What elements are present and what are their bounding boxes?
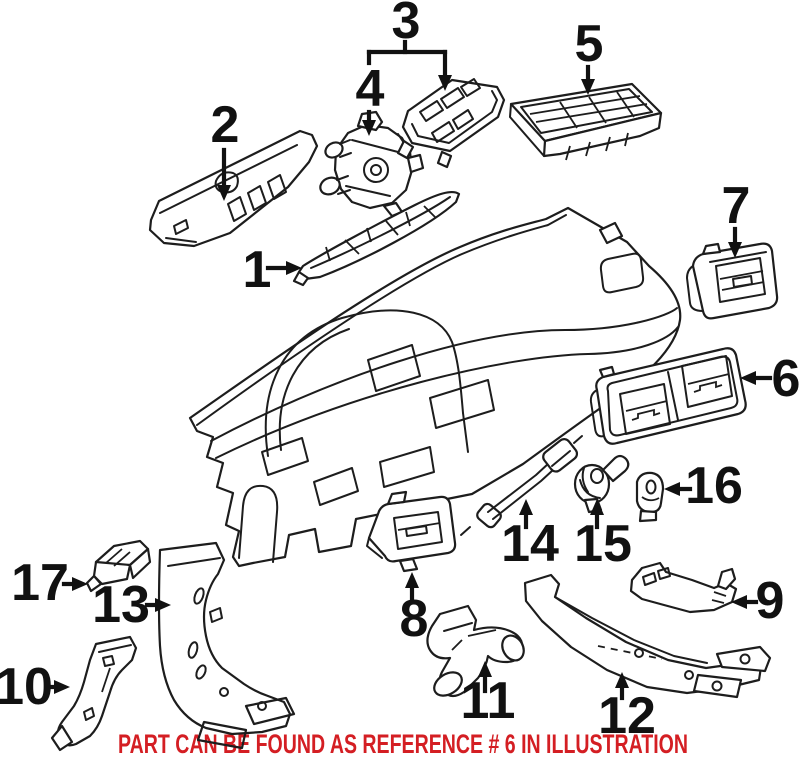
callout-16-arrowhead — [664, 482, 680, 496]
part-16-cap — [635, 471, 665, 523]
callout-3-number: 3 — [392, 0, 421, 50]
callout-11-number: 11 — [461, 672, 516, 730]
callout-17-number: 17 — [11, 554, 69, 612]
callout-2-arrowhead — [217, 185, 231, 201]
part-8-side-vent — [366, 490, 457, 573]
callout-9-number: 9 — [756, 572, 785, 630]
dashboard-panel-drawing — [188, 206, 682, 568]
callout-5: 5 — [575, 15, 604, 95]
callout-14: 14 — [501, 499, 559, 573]
callout-8-arrowhead — [405, 572, 419, 588]
callout-4-arrowhead — [362, 120, 376, 136]
callout-3: 3 — [366, 0, 452, 91]
callout-1: 1 — [243, 241, 302, 299]
callout-12-number: 12 — [598, 687, 656, 745]
callout-13: 13 — [92, 576, 171, 634]
callout-5-number: 5 — [575, 15, 604, 73]
callout-10: 10 — [0, 658, 70, 716]
callout-11: 11 — [461, 661, 516, 730]
callout-2-number: 2 — [211, 96, 240, 154]
callout-17: 17 — [11, 554, 88, 612]
part-6-center-vent — [589, 347, 747, 445]
part-9-bracket — [629, 561, 738, 614]
part-2-defroster-grille — [148, 129, 319, 248]
callout-15-arrowhead — [590, 499, 604, 515]
callout-14-number: 14 — [501, 515, 559, 573]
callout-10-number: 10 — [0, 658, 53, 716]
callout-17-arrowhead — [72, 577, 88, 591]
callout-4: 4 — [356, 60, 385, 136]
part-14-linkage-rod — [460, 435, 583, 536]
callout-3-arrowhead — [438, 75, 452, 91]
part-15-grommet — [573, 454, 630, 514]
callout-10-arrowhead — [54, 680, 70, 694]
callout-9-arrowhead — [731, 595, 747, 609]
part-1-trim-strip — [292, 190, 461, 287]
callout-4-number: 4 — [356, 60, 385, 118]
callout-14-arrowhead — [519, 499, 533, 515]
callout-13-arrowhead — [155, 598, 171, 612]
callout-11-arrowhead — [478, 661, 492, 677]
callout-12-arrowhead — [615, 672, 629, 688]
callout-6: 6 — [740, 350, 800, 408]
callout-9: 9 — [731, 572, 784, 630]
part-10-small-duct — [50, 635, 138, 752]
part-13-curved-duct — [157, 541, 296, 750]
part-7-side-vent — [686, 242, 779, 320]
part-12-floor-duct — [523, 573, 772, 699]
callout-16-number: 16 — [685, 457, 743, 515]
callout-7-number: 7 — [722, 177, 751, 235]
part-4-actuator — [319, 110, 425, 218]
callout-5-arrowhead — [581, 79, 595, 95]
callout-12: 12 — [598, 672, 656, 745]
callout-2: 2 — [211, 96, 240, 201]
callout-8-number: 8 — [400, 590, 429, 648]
callout-6-number: 6 — [772, 350, 800, 408]
callout-16: 16 — [664, 457, 743, 515]
callout-15: 15 — [574, 499, 632, 573]
callout-1-number: 1 — [243, 241, 272, 299]
callout-15-number: 15 — [574, 515, 632, 573]
callout-7-arrowhead — [728, 242, 742, 258]
callout-13-number: 13 — [92, 576, 150, 634]
part-17-switch — [85, 539, 152, 593]
callout-8: 8 — [400, 572, 429, 648]
part-3-upper-vent — [396, 78, 506, 169]
callout-1-arrowhead — [286, 261, 302, 275]
callout-6-arrowhead — [740, 371, 756, 385]
part-5-grille-box — [509, 82, 663, 161]
callout-7: 7 — [722, 177, 751, 258]
part-11-y-duct — [426, 604, 525, 698]
